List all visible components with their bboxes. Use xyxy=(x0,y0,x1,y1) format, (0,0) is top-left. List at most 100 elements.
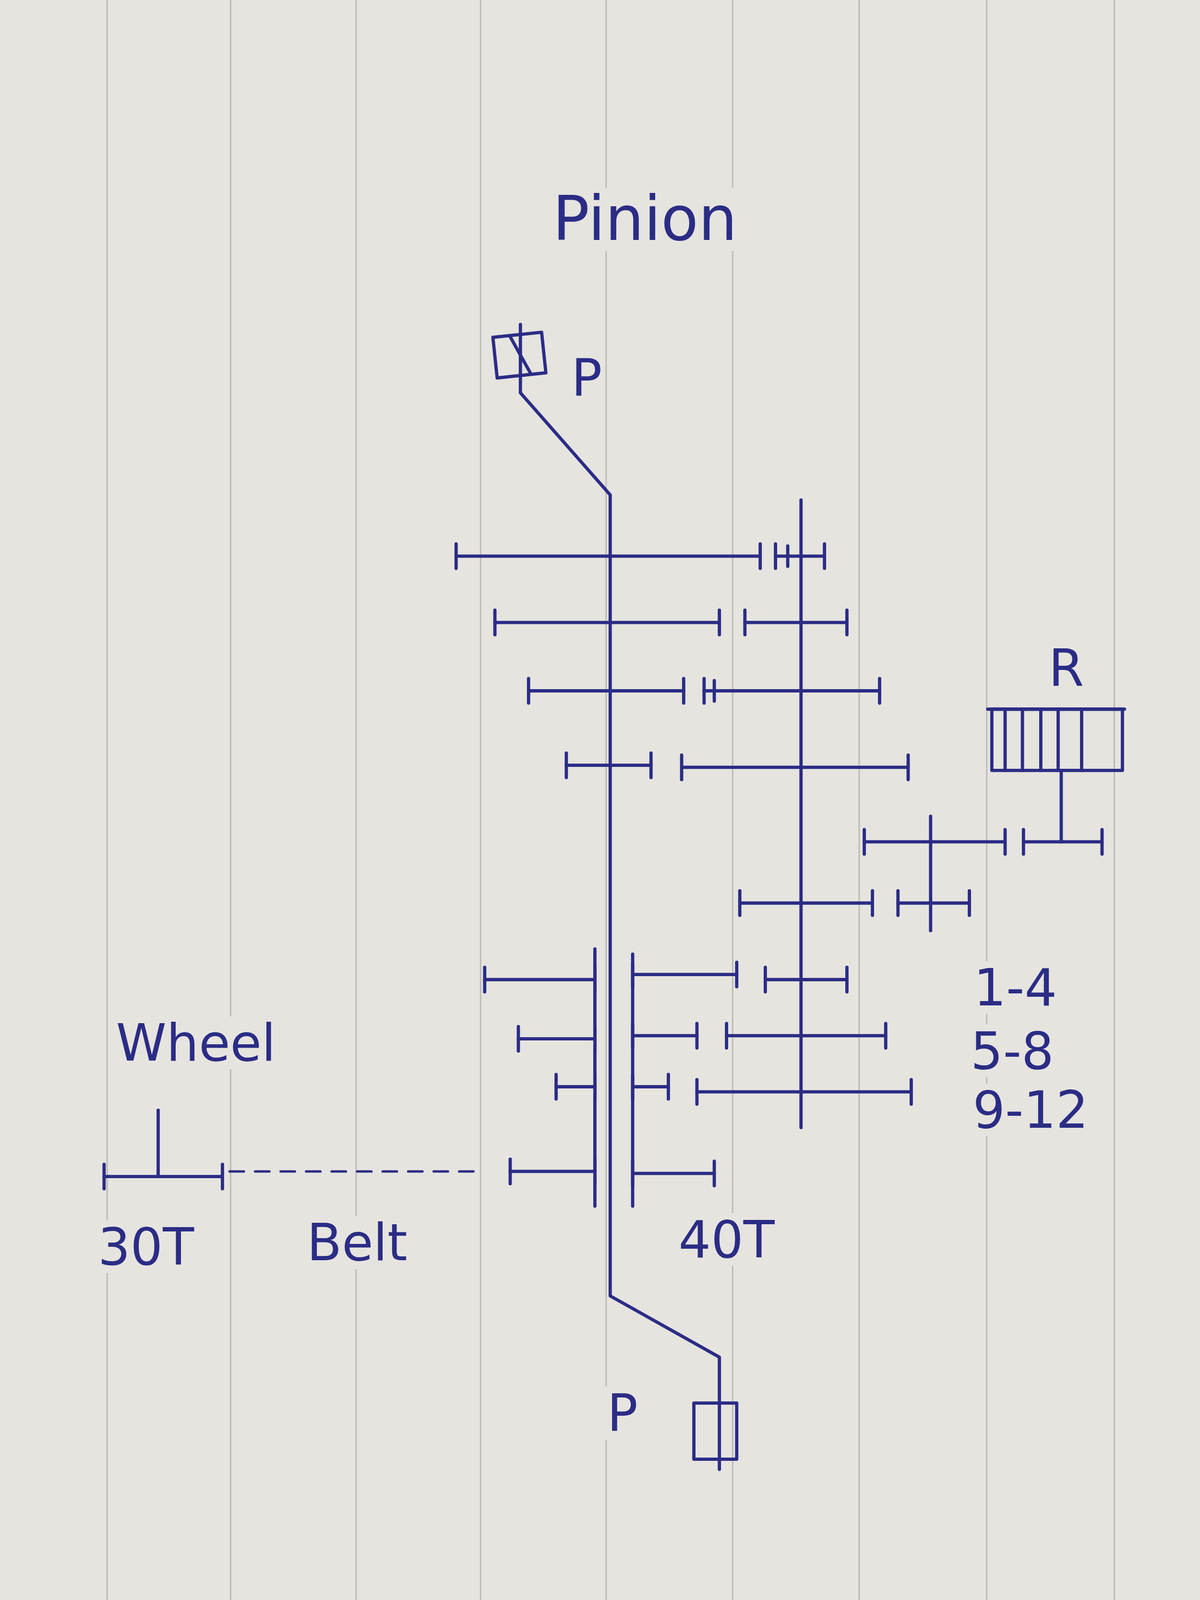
gear-line xyxy=(702,678,706,704)
part-label: 30T xyxy=(95,1220,197,1274)
gear-line xyxy=(696,1090,912,1094)
gear-line xyxy=(518,1037,595,1041)
pedal-symbol xyxy=(694,1403,737,1460)
paper-rule xyxy=(1113,0,1116,1600)
reverse-box-rib xyxy=(1020,709,1025,771)
gear-line xyxy=(712,1161,717,1187)
part-label: 40T xyxy=(675,1213,778,1267)
gear-line xyxy=(1059,770,1063,842)
part-label: Belt xyxy=(303,1216,411,1270)
gear-line xyxy=(632,1034,697,1038)
part-label: 5-8 xyxy=(967,1024,1057,1078)
gear-line xyxy=(554,1074,558,1100)
part-label: 1-4 xyxy=(970,961,1060,1015)
gear-line xyxy=(632,972,737,977)
gear-line xyxy=(631,962,635,987)
gear-layout xyxy=(104,324,1125,1470)
gear-line xyxy=(556,1085,596,1089)
paper-rule xyxy=(229,0,232,1600)
reverse-box-rib xyxy=(1056,709,1060,771)
gear-line xyxy=(909,1080,913,1105)
pedal-mark xyxy=(510,336,531,374)
gear-line xyxy=(593,1074,597,1100)
gear-line xyxy=(862,829,866,855)
gear-line xyxy=(898,901,970,905)
gear-line xyxy=(104,1175,223,1179)
gear-line xyxy=(102,1164,106,1189)
gear-line xyxy=(822,543,827,569)
paper-rule xyxy=(985,0,988,1600)
gear-line xyxy=(508,1159,513,1184)
gear-line xyxy=(906,755,911,780)
gear-line xyxy=(456,554,761,558)
gear-line xyxy=(528,689,684,693)
gear-line xyxy=(739,901,873,905)
gear-line xyxy=(156,1110,160,1177)
part-label: 9-12 xyxy=(969,1083,1092,1137)
gear-line xyxy=(484,978,596,982)
gear-line xyxy=(631,1023,635,1049)
part-label: P xyxy=(604,1386,641,1440)
gear-line xyxy=(726,1034,887,1038)
gear-line xyxy=(593,948,597,1207)
gear-line xyxy=(695,1023,699,1049)
gear-line xyxy=(734,962,739,987)
reverse-box-rib xyxy=(1080,709,1084,771)
paper-rule xyxy=(480,0,482,1600)
gear-line xyxy=(564,753,568,778)
gear-line xyxy=(717,610,721,636)
gear-line xyxy=(758,543,762,569)
gear-line xyxy=(454,543,458,569)
belt-line xyxy=(229,1170,480,1173)
gear-line xyxy=(870,890,875,916)
gear-line xyxy=(682,678,686,704)
gear-line xyxy=(724,1023,729,1049)
paper-rule xyxy=(858,0,860,1600)
gear-line xyxy=(527,678,531,704)
gear-line xyxy=(666,1074,671,1100)
gear-line xyxy=(799,500,803,1128)
part-label: P xyxy=(568,350,605,404)
gear-line xyxy=(763,967,768,993)
main-shaft xyxy=(520,324,720,1470)
gear-line xyxy=(695,1080,699,1105)
gear-line xyxy=(1100,829,1104,855)
gear-line xyxy=(743,610,747,636)
part-label: Wheel xyxy=(113,1016,279,1069)
gear-line xyxy=(632,1172,715,1176)
gear-line xyxy=(786,546,790,567)
gear-line xyxy=(631,954,635,1207)
gear-line xyxy=(649,753,653,778)
gear-line xyxy=(967,890,972,916)
gear-line xyxy=(593,967,597,993)
gear-line xyxy=(593,1159,597,1184)
gear-line xyxy=(632,1085,669,1089)
gear-line xyxy=(738,890,742,916)
gear-line xyxy=(681,766,909,770)
gear-line xyxy=(744,621,848,625)
gear-line xyxy=(593,1026,597,1052)
reverse-box-rib xyxy=(1039,709,1043,771)
reverse-box-rib xyxy=(1003,709,1008,771)
gear-line xyxy=(845,610,849,636)
gear-line xyxy=(704,689,880,693)
gear-line xyxy=(482,967,487,993)
gear-line xyxy=(928,816,933,931)
title-text: Pinion xyxy=(549,187,741,252)
gear-line xyxy=(845,967,849,993)
gear-line xyxy=(775,554,825,558)
gear-line xyxy=(493,610,497,636)
gear-line xyxy=(864,840,1006,844)
gear-line xyxy=(510,1170,595,1174)
gear-line xyxy=(877,678,882,704)
gear-line xyxy=(631,1074,635,1100)
pedal-symbol xyxy=(492,332,546,378)
gear-line xyxy=(631,1161,635,1187)
gear-line xyxy=(1003,829,1008,855)
gear-line xyxy=(1021,829,1026,855)
gear-line xyxy=(884,1023,888,1049)
paper-rule xyxy=(106,0,108,1600)
gear-line xyxy=(516,1026,521,1052)
gear-line xyxy=(680,755,684,780)
gear-line xyxy=(765,978,847,982)
